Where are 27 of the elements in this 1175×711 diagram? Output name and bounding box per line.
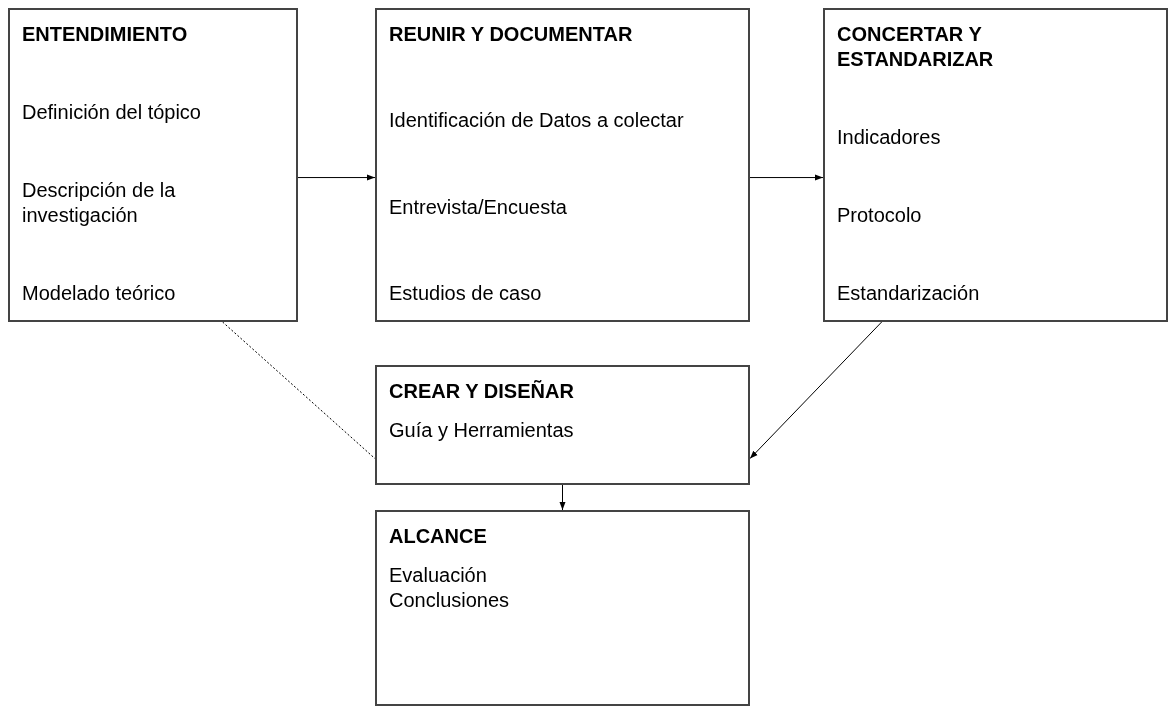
box-item: Entrevista/Encuesta [389,194,568,220]
arrow [297,174,376,181]
box-item: Guía y Herramientas [389,418,575,443]
box-heading: REUNIR Y DOCUMENTAR [389,22,634,47]
box-heading: ALCANCE [389,524,488,549]
arrow [749,321,883,460]
box-item: Identificación de Datos a colectar [389,108,685,134]
process-box [375,510,750,706]
box-item: Estudios de caso [389,281,543,306]
process-box [375,8,750,322]
box-item: Modelado teórico [22,281,177,306]
arrow [559,484,566,511]
process-box [8,8,298,322]
box-item: Conclusiones [389,588,511,613]
box-heading: CONCERTAR Y ESTANDARIZAR [837,22,995,72]
box-item: Indicadores [837,125,942,150]
process-box [823,8,1168,322]
box-heading: CREAR Y DISEÑAR [389,379,575,404]
arrow [749,174,824,181]
process-box [375,365,750,485]
box-item: Evaluación [389,563,488,588]
box-item: Protocolo [837,203,923,228]
box-item: Estandarización [837,281,981,306]
box-heading: ENTENDIMIENTO [22,22,189,47]
box-item: Descripción de la investigación [22,178,177,228]
dotted-connector [222,321,376,460]
box-item: Definición del tópico [22,100,202,125]
